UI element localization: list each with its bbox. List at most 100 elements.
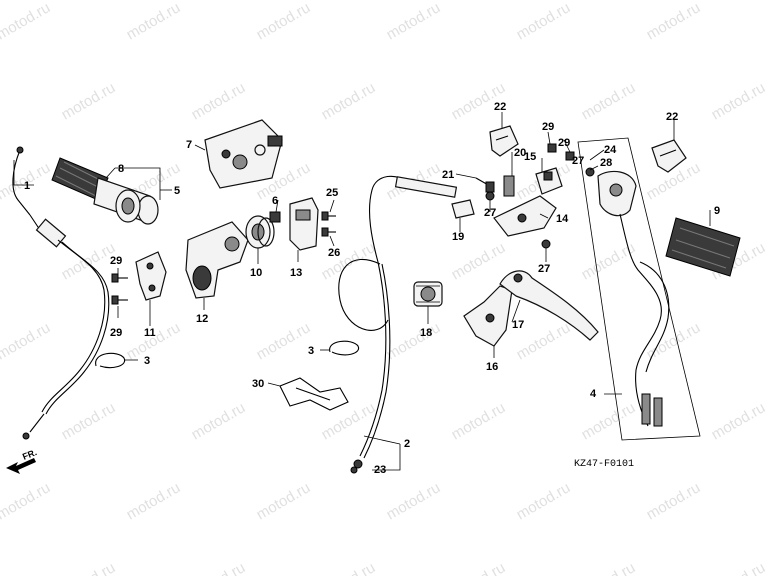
watermark-text: motod.ru [254, 319, 314, 363]
callout-20: 20 [514, 147, 526, 159]
callout-29-c: 29 [542, 121, 554, 133]
throttle-cable-part [12, 146, 110, 440]
callout-19: 19 [452, 231, 464, 243]
watermark-text: motod.ru [644, 479, 704, 523]
callout-1: 1 [24, 180, 30, 192]
nut-23 [350, 466, 358, 474]
hot-start-assy-4 [585, 167, 670, 427]
watermark-text: motod.ru [59, 79, 119, 123]
diagram-code: KZ47-F0101 [574, 459, 634, 470]
callout-11: 11 [144, 327, 156, 339]
watermark-text: motod.ru [189, 399, 249, 443]
callout-15: 15 [524, 151, 536, 163]
callout-12: 12 [196, 313, 208, 325]
watermark-text: motod.ru [449, 559, 509, 576]
watermark-text: motod.ru [0, 479, 53, 523]
callout-6: 6 [272, 195, 278, 207]
clamp-22-right [651, 139, 687, 173]
callout-10: 10 [250, 267, 262, 279]
watermark-text: motod.ru [709, 399, 768, 443]
adjuster-18 [413, 281, 443, 307]
callout-14: 14 [556, 213, 569, 225]
watermark-text: motod.ru [0, 0, 53, 43]
watermark-text: motod.ru [189, 79, 249, 123]
grip-right-9 [665, 217, 741, 277]
callout-9: 9 [714, 205, 720, 217]
watermark-text: motod.ru [124, 0, 184, 43]
callout-5: 5 [174, 185, 180, 197]
callout-13: 13 [290, 267, 302, 279]
clip-3-left-part [95, 352, 126, 369]
watermark-text: motod.ru [384, 0, 444, 43]
watermark-text: motod.ru [319, 239, 379, 283]
watermark-text: motod.ru [59, 399, 119, 443]
cover-part [289, 197, 319, 251]
callout-24: 24 [604, 144, 617, 156]
bracket-30-part [279, 377, 349, 411]
clamp-part-11 [135, 251, 167, 301]
watermark-text: motod.ru [449, 399, 509, 443]
watermark-text: motod.ru [579, 79, 639, 123]
watermark-text: motod.ru [514, 479, 574, 523]
watermark-text: motod.ru [709, 79, 768, 123]
watermark-text: motod.ru [124, 479, 184, 523]
pin-20 [503, 175, 515, 197]
throttle-grip-part [51, 157, 159, 225]
switch-15 [535, 167, 563, 195]
callout-4: 4 [590, 388, 597, 400]
callout-21: 21 [442, 169, 454, 181]
clamp-22-left [489, 125, 519, 157]
bolt-29-left [111, 273, 128, 305]
watermark-text: motod.ru [319, 79, 379, 123]
callout-2: 2 [404, 438, 410, 450]
watermark-text: motod.ru [579, 239, 639, 283]
front-label: FR. [21, 447, 38, 462]
leader-lines [13, 112, 711, 471]
watermark-text: motod.ru [254, 479, 314, 523]
bracket-14 [493, 195, 557, 237]
callout-3-center: 3 [308, 345, 314, 357]
watermark-text: motod.ru [579, 399, 639, 443]
watermark-text: motod.ru [514, 0, 574, 43]
callout-27-c: 27 [572, 155, 584, 167]
callout-23: 23 [374, 464, 386, 476]
callout-labels: 1 2 3 3 4 5 6 7 8 9 10 11 12 13 14 15 16… [24, 101, 720, 476]
callout-29-b: 29 [110, 327, 122, 339]
watermark-text: motod.ru [59, 559, 119, 576]
watermark-text: motod.ru [579, 559, 639, 576]
part-19 [451, 199, 475, 219]
callout-22-left: 22 [494, 101, 506, 113]
callout-3-left: 3 [144, 355, 150, 367]
callout-16: 16 [486, 361, 498, 373]
callout-29-d: 29 [558, 137, 570, 149]
watermark-text: motod.ru [384, 479, 444, 523]
watermark-text: motod.ru [254, 0, 314, 43]
clip-3-center-part [329, 340, 360, 356]
callout-17: 17 [512, 319, 524, 331]
watermark-text: motod.ru [124, 319, 184, 363]
front-arrow: FR. [6, 447, 38, 474]
watermark-text: motod.ru [384, 319, 444, 363]
screw-25-26 [321, 211, 336, 237]
switch-housing-part [204, 119, 283, 189]
bolt-21 [475, 177, 495, 193]
callout-22-right: 22 [666, 111, 678, 123]
callout-30: 30 [252, 378, 264, 390]
callout-18: 18 [420, 327, 432, 339]
callout-8: 8 [118, 163, 124, 175]
group-boundary [577, 137, 701, 441]
clutch-lever-17 [499, 270, 599, 341]
watermark-text: motod.ru [644, 0, 704, 43]
callout-7: 7 [186, 139, 192, 151]
callout-27-a: 27 [484, 207, 496, 219]
callout-28: 28 [600, 157, 612, 169]
lever-holder-16 [463, 285, 513, 347]
callout-26: 26 [328, 247, 340, 259]
callout-27-b: 27 [538, 263, 550, 275]
watermark-text: motod.ru [189, 559, 249, 576]
watermark-text: motod.ru [709, 559, 768, 576]
watermark-text: motod.ru [0, 319, 53, 363]
callout-25: 25 [326, 187, 338, 199]
callout-29-a: 29 [110, 255, 122, 267]
